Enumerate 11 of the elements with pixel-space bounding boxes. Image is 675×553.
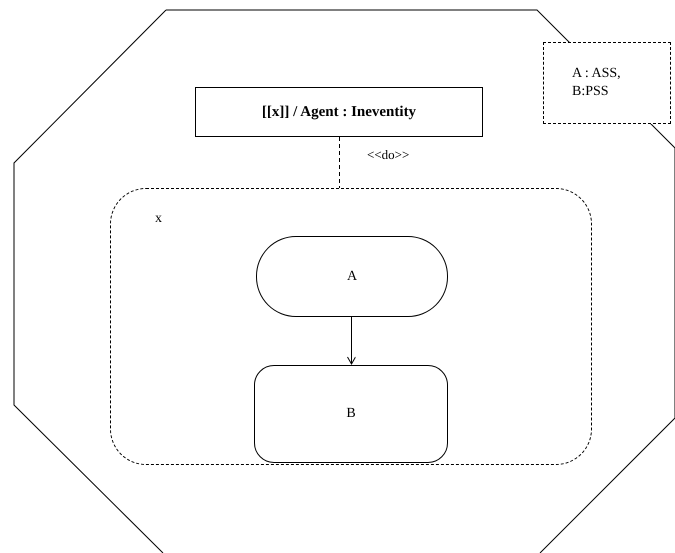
node-label: A : ASS, B:PSS [572,64,622,101]
activity-region [110,188,592,465]
state-node [254,365,448,463]
region-label: x [155,211,162,227]
node-label: B [346,406,356,422]
node-label: [[x]] / Agent : Ineventity [262,104,416,120]
node-label: A [346,268,358,284]
object-box [195,87,483,137]
connector-line [339,136,340,188]
note-box [543,42,671,124]
arrow [347,316,356,364]
